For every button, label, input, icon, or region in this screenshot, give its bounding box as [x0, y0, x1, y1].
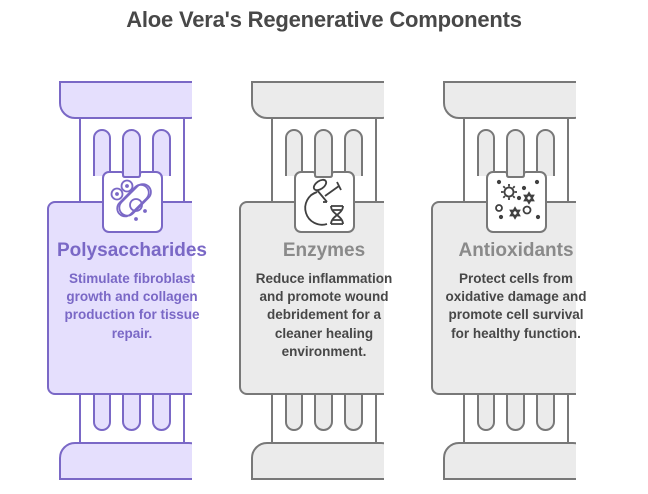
- lower-flute: [506, 394, 525, 431]
- upper-flute: [536, 129, 555, 176]
- upper-flute: [152, 129, 171, 176]
- antioxidant-particles-icon: [487, 172, 547, 232]
- base: [59, 442, 192, 480]
- pillar-heading: Antioxidants: [458, 240, 574, 261]
- base: [251, 442, 384, 480]
- pillar-frame: [239, 81, 384, 480]
- upper-flute: [477, 129, 495, 176]
- pillar-polysaccharides[interactable]: Polysaccharides Stimulate fibroblast gro…: [0, 0, 207, 494]
- upper-flute: [285, 129, 303, 176]
- pillar-description: Reduce inflammation and promote wound de…: [255, 271, 393, 359]
- upper-flute: [93, 129, 111, 176]
- capital: [251, 81, 384, 119]
- pillar-panel: Polysaccharides Stimulate fibroblast gro…: [48, 236, 216, 343]
- lower-flute: [314, 394, 333, 431]
- diagram-title: Aloe Vera's Regenerative Components: [126, 7, 522, 32]
- pillar-description: Stimulate fibroblast growth and collagen…: [64, 271, 200, 341]
- polysaccharide-chain-icon: [103, 172, 163, 232]
- pillar-heading: Polysaccharides: [57, 240, 207, 261]
- pillar-antioxidants[interactable]: Antioxidants Protect cells from oxidativ…: [384, 0, 587, 494]
- pillar-frame: [431, 81, 576, 480]
- base: [443, 442, 576, 480]
- lower-flute: [93, 394, 111, 431]
- lower-flute: [122, 394, 141, 431]
- lower-flute: [344, 394, 363, 431]
- capital: [59, 81, 192, 119]
- upper-flute: [506, 129, 525, 176]
- lower-flute: [152, 394, 171, 431]
- lower-flute: [477, 394, 495, 431]
- lower-flute: [285, 394, 303, 431]
- pillar-panel: Enzymes Reduce inflammation and promote …: [240, 236, 408, 361]
- pillar-heading: Enzymes: [282, 240, 366, 261]
- pillar-panel: Antioxidants Protect cells from oxidativ…: [432, 236, 600, 343]
- pillar-enzymes[interactable]: Enzymes Reduce inflammation and promote …: [192, 0, 392, 494]
- lower-flute: [536, 394, 555, 431]
- upper-flute: [344, 129, 363, 176]
- upper-flute: [122, 129, 141, 176]
- pillar-description: Protect cells from oxidative damage and …: [445, 271, 587, 341]
- enzyme-dna-icon: [295, 172, 355, 232]
- pillar-frame: [47, 81, 192, 480]
- upper-flute: [314, 129, 333, 176]
- capital: [443, 81, 576, 119]
